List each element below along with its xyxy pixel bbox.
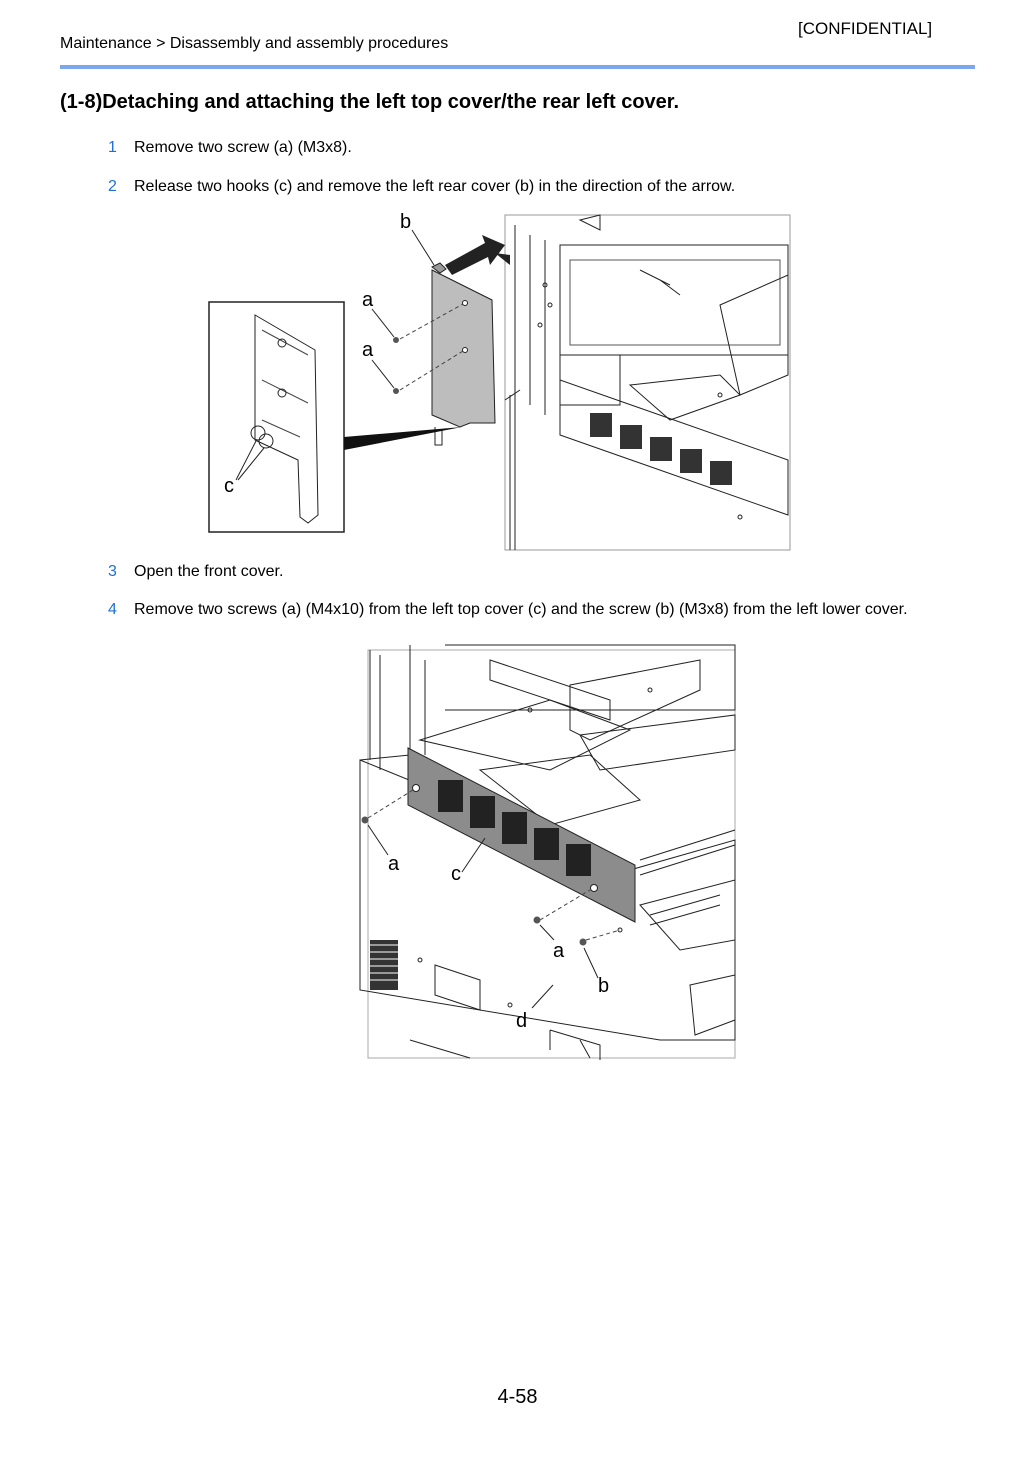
label-d: d bbox=[516, 1010, 527, 1032]
step-2: 2 Release two hooks (c) and remove the le… bbox=[108, 178, 735, 196]
label-b: b bbox=[598, 975, 609, 997]
label-b: b bbox=[400, 211, 411, 233]
step-text: Remove two screw (a) (M3x8). bbox=[134, 139, 352, 156]
breadcrumb: Maintenance > Disassembly and assembly p… bbox=[60, 35, 449, 52]
step-number: 2 bbox=[108, 178, 117, 195]
confidential-label: [CONFIDENTIAL] bbox=[798, 19, 933, 38]
page-number: 4-58 bbox=[497, 1386, 538, 1408]
step-3: 3 Open the front cover. bbox=[108, 563, 283, 581]
label-c: c bbox=[451, 863, 461, 885]
figure-left-top-cover: a c a b d bbox=[359, 644, 736, 1060]
step-number: 1 bbox=[108, 139, 117, 156]
label-a: a bbox=[362, 289, 374, 311]
step-number: 3 bbox=[108, 563, 117, 580]
step-text: Release two hooks (c) and remove the lef… bbox=[134, 178, 736, 195]
label-a: a bbox=[388, 853, 400, 875]
step-text: Remove two screws (a) (M4x10) from the l… bbox=[134, 601, 908, 618]
section-title: (1-8)Detaching and attaching the left to… bbox=[60, 91, 680, 113]
label-a: a bbox=[362, 339, 374, 361]
header-rule bbox=[60, 65, 975, 69]
step-1: 1 Remove two screw (a) (M3x8). bbox=[108, 139, 352, 157]
label-a: a bbox=[553, 940, 565, 962]
step-4: 4 Remove two screws (a) (M4x10) from the … bbox=[108, 601, 908, 619]
label-c: c bbox=[224, 475, 234, 497]
figure-left-rear-cover: b a a c bbox=[208, 211, 791, 551]
step-number: 4 bbox=[108, 601, 117, 618]
step-text: Open the front cover. bbox=[134, 563, 284, 580]
